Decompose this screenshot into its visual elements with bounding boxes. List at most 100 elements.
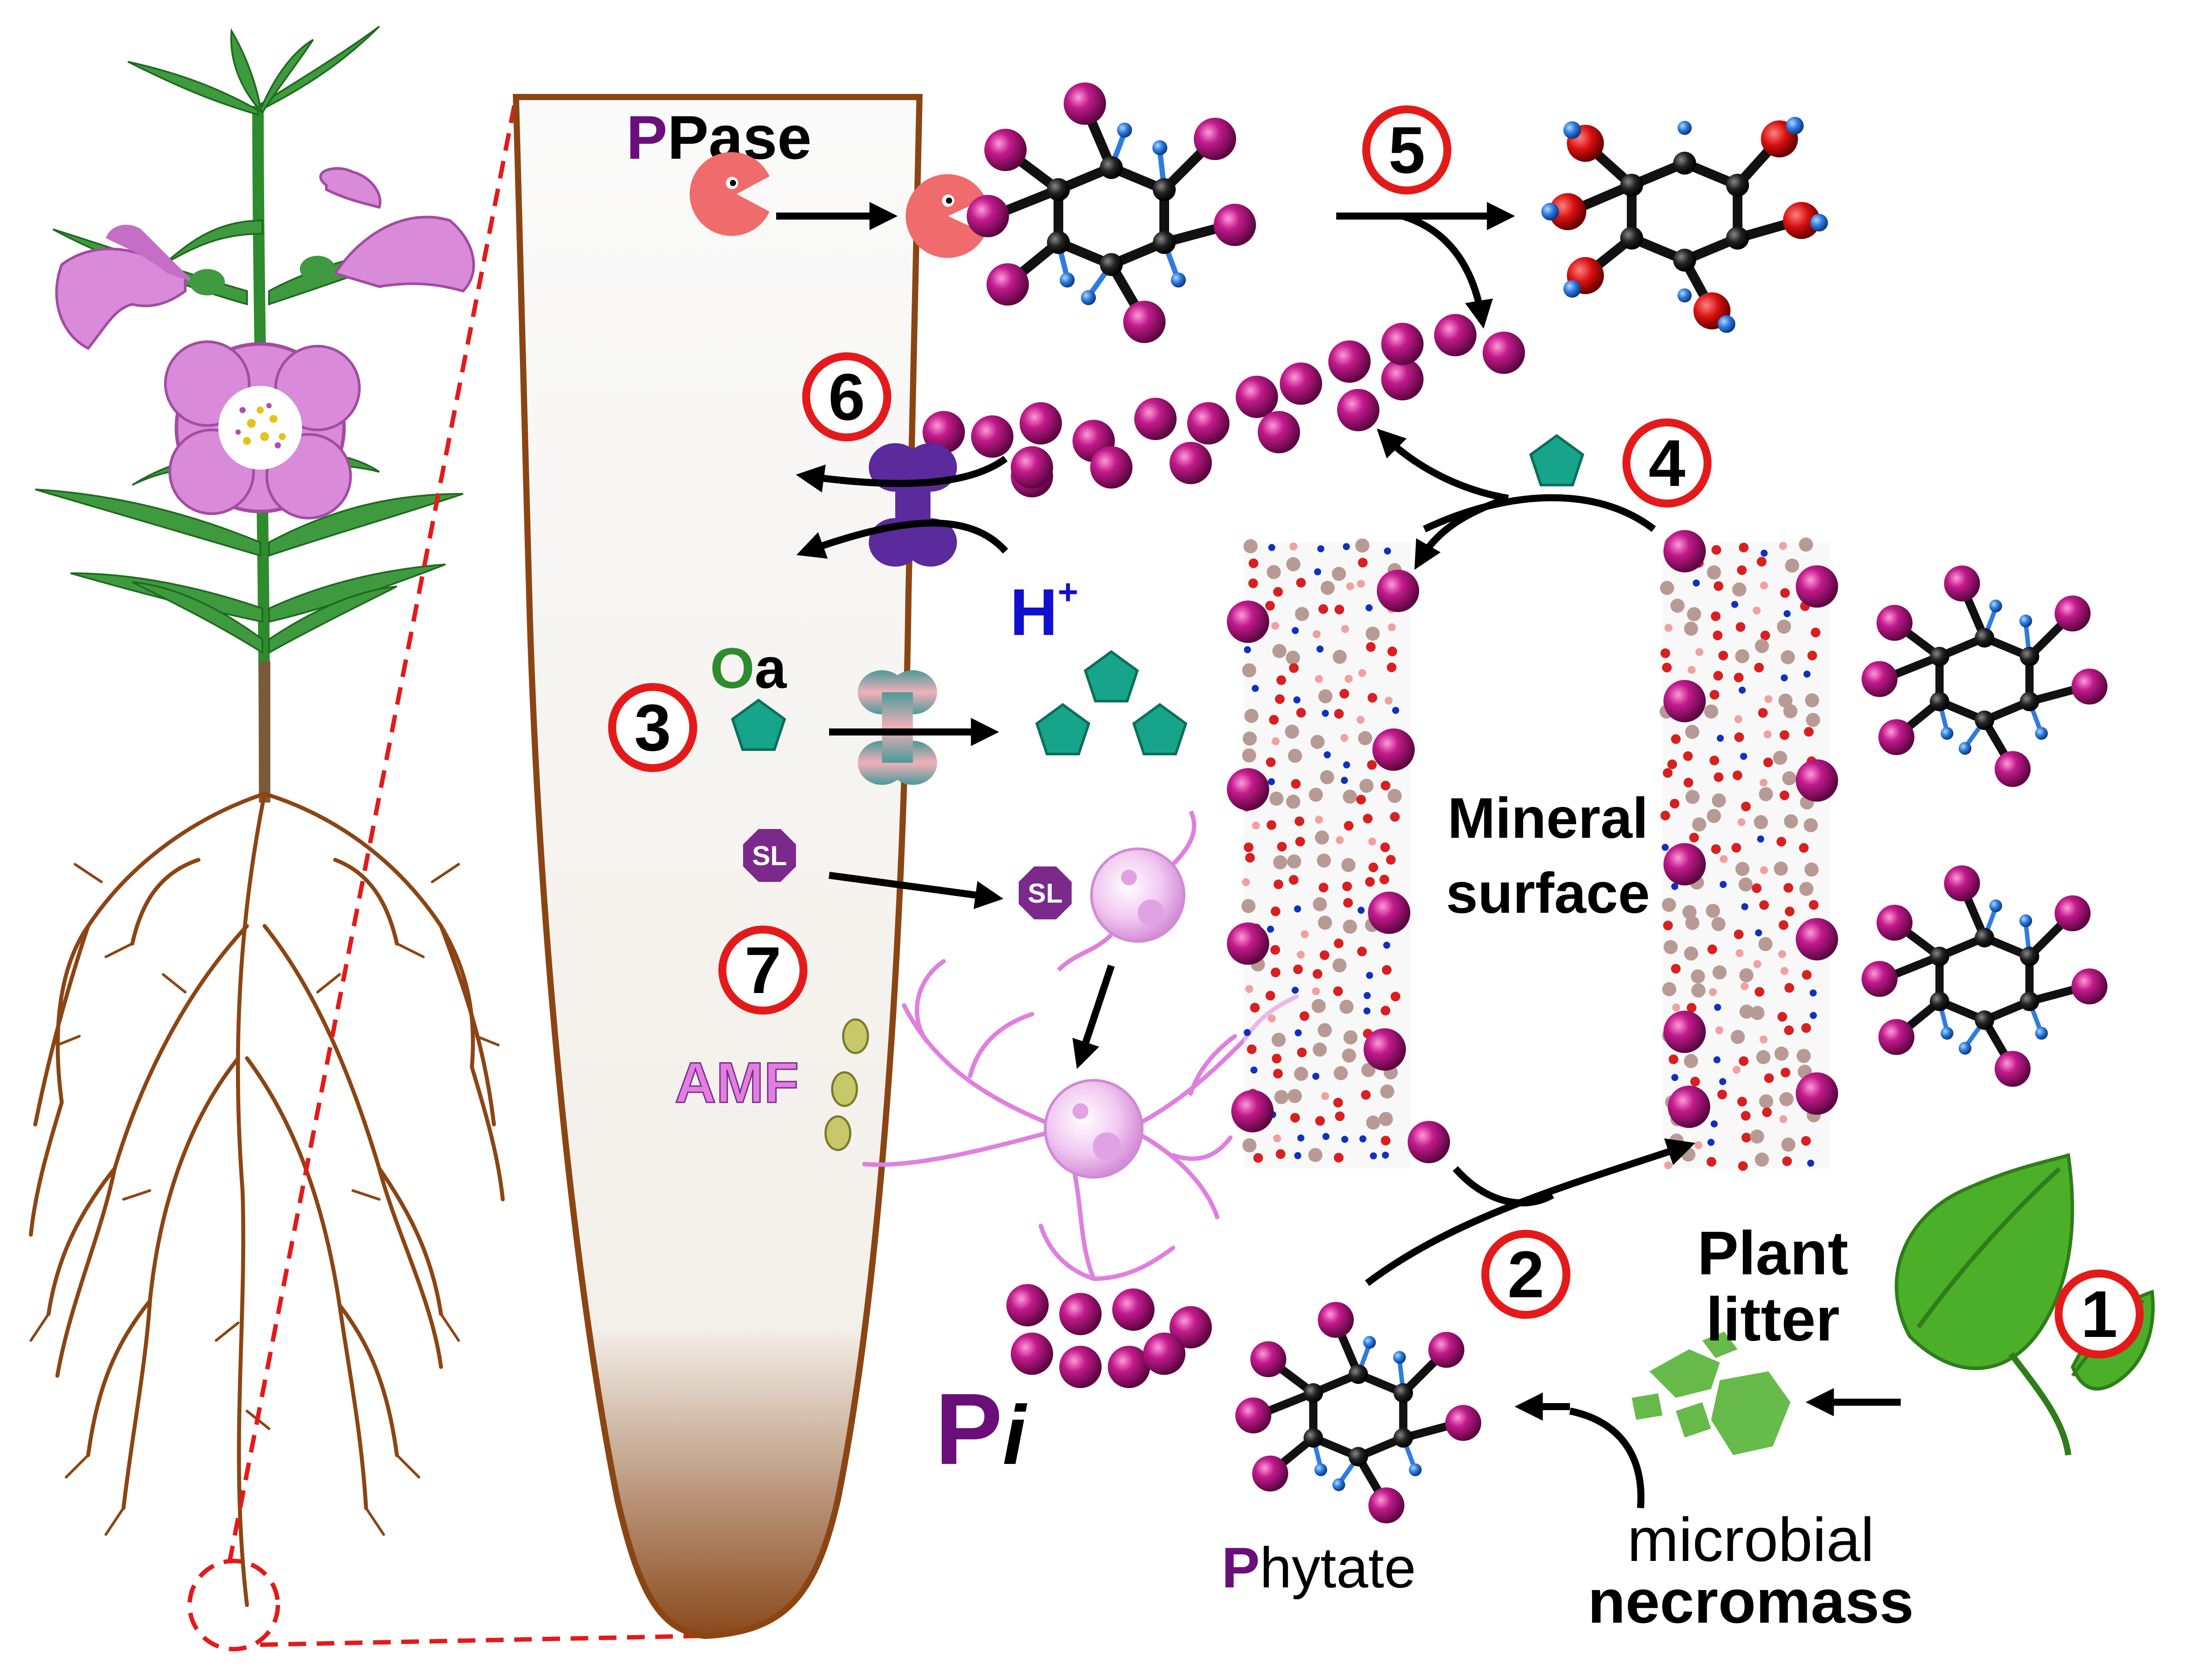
mineral-lattice-atom: [1346, 582, 1354, 590]
mineral-lattice-atom: [1799, 843, 1809, 853]
mineral-lattice-atom: [1784, 814, 1798, 829]
mineral-lattice-atom: [1308, 1148, 1323, 1162]
mineral-lattice-atom: [1712, 793, 1726, 808]
necromass-label: necromass: [1588, 1567, 1913, 1636]
mineral-lattice-atom: [1755, 929, 1762, 937]
mineral-lattice-atom: [1739, 542, 1749, 553]
mineral-lattice-atom: [1717, 1090, 1727, 1100]
mineral-lattice-atom: [1334, 605, 1345, 615]
arrow-pi-uptake: [796, 455, 1008, 493]
phytate-molecule-icon: [1861, 565, 2108, 787]
mineral-lattice-atom: [1760, 549, 1768, 557]
pacman-enzyme-icon: [689, 152, 770, 236]
mineral-lattice-atom: [1780, 967, 1789, 975]
mineral-lattice-atom: [1336, 836, 1344, 844]
mineral-lattice-atom: [1713, 581, 1723, 591]
mineral-lattice-atom: [1684, 1054, 1698, 1068]
mineral-lattice-atom: [1741, 1111, 1751, 1121]
mineral-lattice-atom: [1671, 1074, 1678, 1081]
mineral-lattice-atom: [1253, 1153, 1263, 1163]
mineral-lattice-atom: [1667, 759, 1677, 769]
mineral-lattice-atom: [1686, 1003, 1697, 1013]
mineral-lattice-atom: [1757, 835, 1764, 843]
mineral-lattice-atom: [1294, 905, 1301, 913]
mineral-lattice-atom: [1738, 1056, 1749, 1066]
phytate-molecule-icon: [1861, 865, 2108, 1086]
mineral-lattice-atom: [1390, 992, 1401, 1001]
mineral-lattice-atom: [1274, 879, 1283, 889]
mineral-lattice-atom: [1782, 771, 1797, 785]
mineral-lattice-atom: [1683, 777, 1693, 788]
mineral-lattice-atom: [1320, 581, 1335, 595]
mineral-lattice-atom: [1275, 1149, 1286, 1159]
svg-text:1: 1: [2081, 1277, 2117, 1351]
plant-litter-label-line1: Plant: [1697, 1218, 1848, 1288]
mineral-lattice-atom: [1801, 1136, 1811, 1146]
mineral-lattice-atom: [1687, 666, 1696, 674]
mineral-lattice-atom: [1664, 1161, 1672, 1169]
mineral-lattice-atom: [1711, 611, 1721, 621]
mineral-lattice-atom: [1323, 751, 1331, 758]
mineral-lattice-atom: [1358, 669, 1366, 677]
mineral-lattice-atom: [1344, 821, 1354, 831]
flower-icon: [164, 340, 361, 519]
amf-label: AMF: [675, 1050, 799, 1115]
transporter-icon: [858, 670, 937, 785]
mineral-lattice-atom: [1756, 1050, 1771, 1064]
mineral-lattice-atom: [1709, 690, 1719, 700]
svg-text:7: 7: [744, 933, 781, 1007]
mineral-lattice-atom: [1741, 903, 1749, 911]
arrow-release-pi: [1401, 213, 1493, 329]
mineral-lattice-atom: [1763, 758, 1773, 767]
mineral-lattice-atom: [1332, 958, 1347, 973]
mineral-lattice-atom: [1741, 982, 1749, 990]
mineral-lattice-atom: [1759, 787, 1773, 801]
mineral-lattice-atom: [1735, 949, 1744, 957]
svg-text:4: 4: [1648, 426, 1685, 500]
mineral-lattice-atom: [1664, 623, 1673, 632]
mineral-lattice-atom: [1381, 1135, 1391, 1146]
mineral-lattice-atom: [1754, 815, 1768, 829]
mineral-lattice-atom: [1380, 1084, 1394, 1099]
mineral-lattice-atom: [1384, 547, 1391, 555]
mineral-lattice-atom: [1799, 881, 1814, 896]
mineral-lattice-atom: [1272, 644, 1287, 658]
mineral-lattice-atom: [1671, 883, 1678, 890]
mineral-lattice-atom: [1387, 662, 1397, 672]
mineral-lattice-atom: [1385, 697, 1393, 705]
mineral-lattice-atom: [1781, 674, 1788, 682]
mineral-lattice-atom: [1289, 875, 1299, 885]
mineral-lattice-atom: [1292, 627, 1299, 634]
proton-label: H+: [1010, 572, 1078, 649]
mineral-lattice-atom: [1709, 755, 1719, 765]
mineral-lattice-atom: [1711, 917, 1726, 931]
mineral-lattice-atom: [1713, 671, 1723, 681]
mineral-lattice-atom: [1712, 631, 1723, 640]
mineral-lattice-atom: [1785, 907, 1795, 916]
mineral-lattice-atom: [1366, 1115, 1380, 1130]
mineral-lattice-atom: [1343, 789, 1357, 804]
mineral-lattice-atom: [1365, 604, 1373, 612]
mineral-lattice-atom: [1764, 730, 1771, 739]
mineral-lattice-atom: [1691, 983, 1706, 998]
mineral-lattice-atom: [1809, 989, 1817, 997]
mineral-lattice-atom: [1661, 844, 1669, 851]
mineral-lattice-atom: [1343, 919, 1357, 934]
mineral-lattice-atom: [1806, 713, 1820, 727]
mineral-lattice-atom: [1343, 543, 1350, 550]
mineral-lattice-atom: [1357, 946, 1367, 956]
mineral-lattice-atom: [1285, 724, 1299, 739]
mineral-lattice-atom: [1762, 1107, 1772, 1117]
mineral-lattice-atom: [1367, 760, 1377, 770]
mineral-lattice-atom: [1764, 1073, 1774, 1083]
mineral-lattice-atom: [1713, 1056, 1721, 1064]
mineral-lattice-atom: [1357, 716, 1365, 724]
mineral-lattice-atom: [1299, 1011, 1309, 1021]
mineral-lattice-atom: [1318, 915, 1332, 930]
mineral-lattice-atom: [1801, 970, 1812, 980]
mineral-lattice-atom: [1712, 965, 1727, 980]
plant-litter-label-line2: litter: [1706, 1284, 1839, 1354]
mineral-lattice-atom: [1760, 1035, 1768, 1044]
mineral-lattice-atom: [1774, 861, 1788, 876]
mineral-lattice-atom: [1334, 709, 1344, 719]
